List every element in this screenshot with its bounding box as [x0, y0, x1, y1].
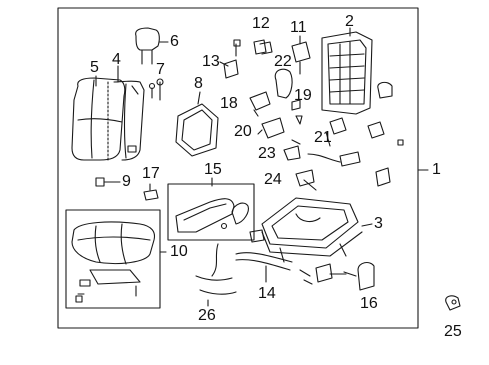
leader-3: [361, 223, 373, 227]
callout-13: 13: [202, 53, 220, 70]
clip-part-19: [291, 99, 303, 125]
callout-23: 23: [258, 145, 276, 162]
callout-17: 17: [142, 165, 160, 182]
shell-part-22: [274, 68, 293, 99]
belt-buckle-part: [299, 261, 375, 291]
cable-part-14: [235, 252, 293, 283]
rod-part-21: [307, 131, 361, 167]
seat-track-part: [249, 197, 363, 263]
callout-16: 16: [360, 295, 378, 312]
callout-1: 1: [432, 161, 441, 178]
leader-13: [219, 61, 229, 67]
bracket-part-24: [295, 169, 317, 191]
seatback-frame-part: [175, 91, 219, 157]
callout-26: 26: [198, 307, 216, 324]
side-cover-part: [175, 198, 249, 233]
callout-24: 24: [264, 171, 282, 188]
callout-14: 14: [258, 285, 276, 302]
bracket-part-12: [253, 39, 273, 55]
callout-2: 2: [345, 13, 354, 30]
assembly-frame: [57, 7, 419, 329]
clip-part-17: [143, 183, 159, 201]
callout-21: 21: [314, 129, 332, 146]
callout-3: 3: [374, 215, 383, 232]
callout-4: 4: [112, 51, 121, 68]
callout-8: 8: [194, 75, 203, 92]
seat-cushion-part: [71, 221, 156, 303]
callout-25: 25: [444, 323, 462, 340]
callout-6: 6: [170, 33, 179, 50]
subassembly-box-10: [65, 209, 161, 309]
bolt-part-7: [148, 78, 164, 101]
callout-7: 7: [156, 61, 165, 78]
callout-10: 10: [170, 243, 188, 260]
harness-part-26: [195, 243, 237, 307]
hinge-part-23: [283, 139, 301, 161]
bolt-part-9: [95, 177, 121, 187]
lever-part-20: [257, 117, 285, 139]
seatback-spring-part: [321, 31, 393, 115]
headrest-part: [135, 27, 169, 65]
callout-20: 20: [234, 123, 252, 140]
callout-19: 19: [294, 87, 312, 104]
handle-part-13: [223, 39, 241, 79]
callout-5: 5: [90, 59, 99, 76]
misc-brackets: [329, 117, 404, 187]
clip-part-25: [445, 295, 461, 311]
seatback-cover-part: [71, 77, 145, 161]
callout-12: 12: [252, 15, 270, 32]
callout-9: 9: [122, 173, 131, 190]
callout-11: 11: [290, 19, 307, 36]
callout-15: 15: [204, 161, 222, 178]
callout-18: 18: [220, 95, 238, 112]
subassembly-box-15: [167, 183, 255, 241]
bracket-part-18: [249, 91, 271, 117]
callout-22: 22: [274, 53, 292, 70]
pad-part-11: [291, 41, 311, 75]
